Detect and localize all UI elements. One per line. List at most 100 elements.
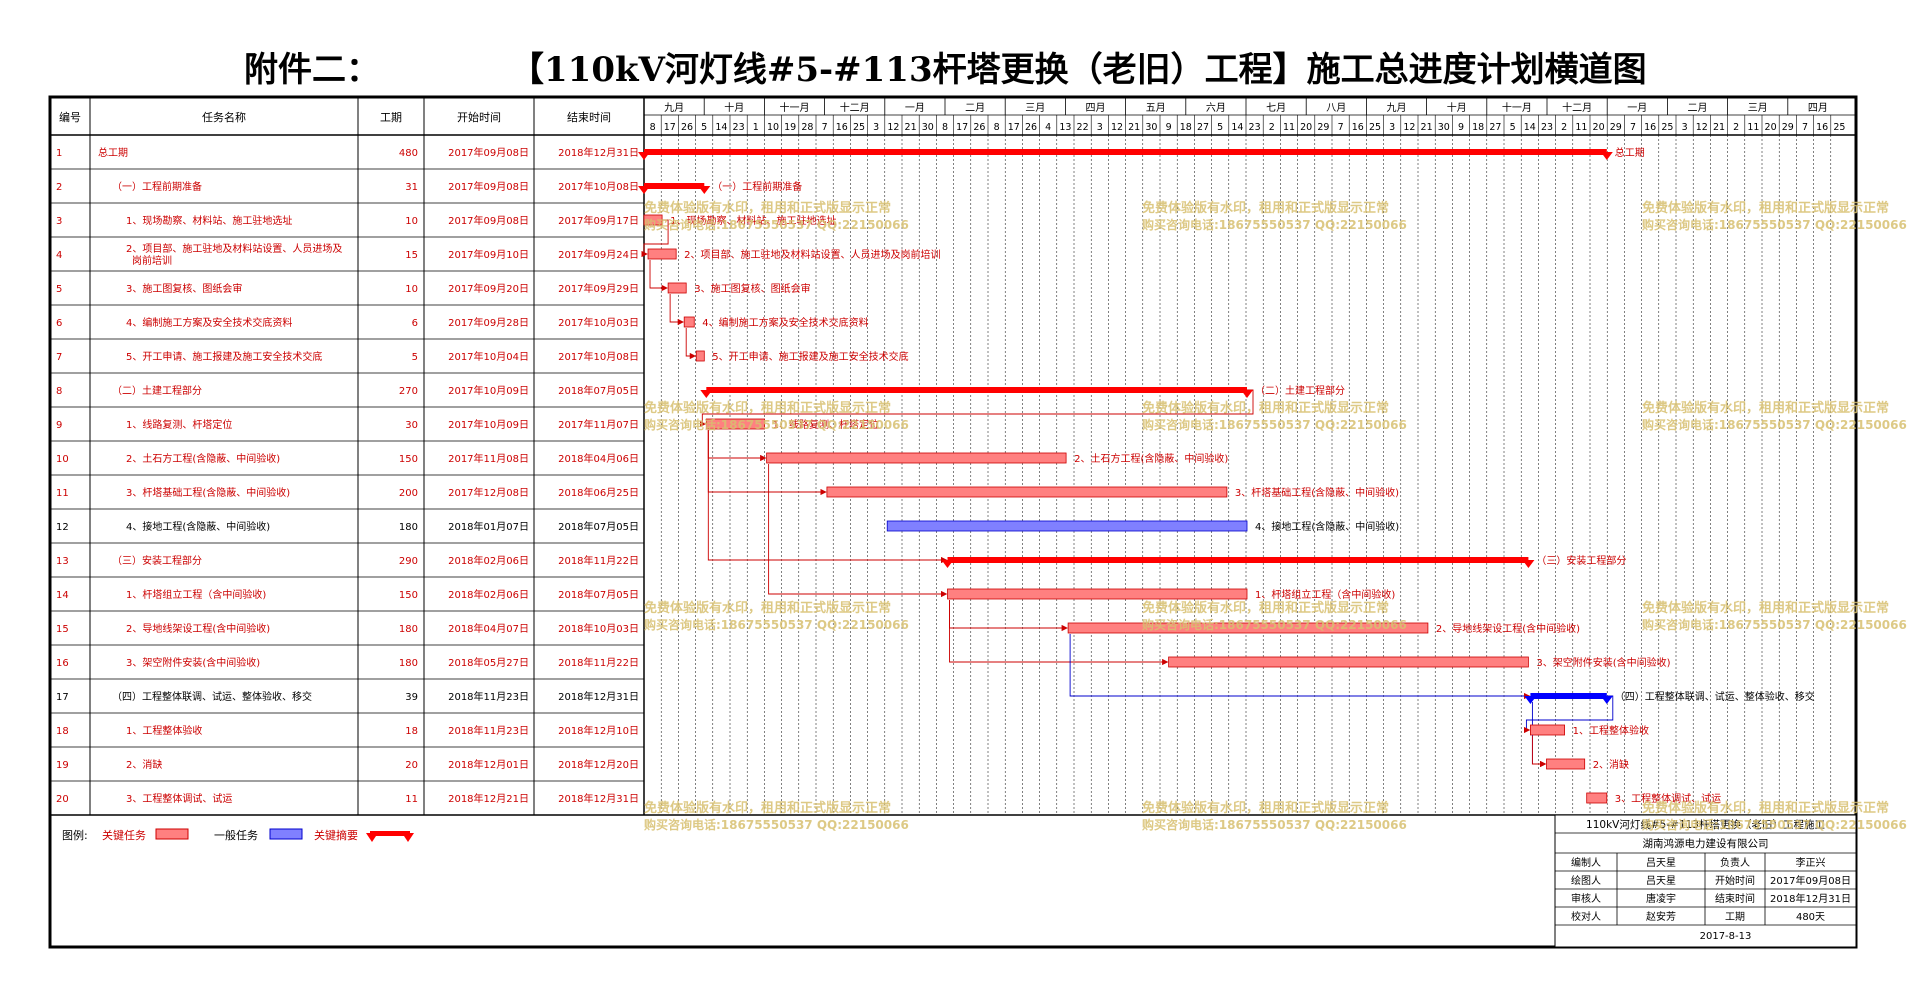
task-bar [766,452,1067,464]
task-end: 2017年09月17日 [558,214,639,227]
bar-label: 1、杆塔组立工程（含中间验收) [1255,588,1395,601]
summary-start-cap [1524,696,1537,704]
watermark-line2: 购买咨询电话:18675550537 QQ:22150066 [1642,217,1907,232]
month-label: 十二月 [1562,101,1592,114]
month-label: 五月 [1146,102,1166,114]
legend-title: 图例: [62,828,88,842]
watermark-line1: 免费体验版有水印，租用和正式版显示正常 [1142,200,1389,216]
task-duration: 39 [405,692,418,703]
row-id: 5 [56,284,62,295]
month-label: 一月 [905,102,925,114]
watermark-line1: 免费体验版有水印，租用和正式版显示正常 [1642,800,1889,816]
month-label: 一月 [1627,102,1647,114]
day-label: 29 [1782,122,1794,133]
watermark-line2: 购买咨询电话:18675550537 QQ:22150066 [1642,617,1907,632]
day-label: 2 [1561,122,1567,133]
bar-labels: 总工期（一）工程前期准备1、现场勘察、材料站、施工驻地选址2、项目部、施工驻地及… [670,146,1815,805]
month-label: 十一月 [780,101,810,114]
day-label: 17 [664,122,676,133]
task-end: 2018年04月06日 [558,452,639,465]
task-duration: 6 [412,318,418,329]
month-label: 八月 [1326,102,1346,114]
day-label: 20 [1765,122,1777,133]
task-bar [643,214,663,226]
bar-label: （四）工程整体联调、试运、整体验收、移交 [1615,690,1815,703]
day-label: 23 [1249,122,1261,133]
day-label: 7 [1802,122,1808,133]
task-name: 总工期 [98,146,128,159]
day-label: 12 [1403,122,1415,133]
month-label: 二月 [1688,102,1708,114]
month-label: 十月 [1447,101,1467,114]
day-label: 19 [784,122,796,133]
day-label: 11 [1575,122,1587,133]
legend: 图例:关键任务一般任务关键摘要 [62,828,414,842]
month-label: 四月 [1808,102,1828,114]
task-name: 1、杆塔组立工程（含中间验收) [126,588,266,601]
month-label: 九月 [1387,102,1407,114]
day-label: 29 [1317,122,1329,133]
row-id: 18 [56,726,69,737]
chart-title: 【110kV河灯线#5-#113杆塔更换（老旧）工程】施工总进度计划横道图 [510,50,1647,90]
task-start: 2017年12月08日 [448,486,529,499]
day-label: 14 [1231,122,1243,133]
task-bar [695,350,705,362]
watermark-line1: 免费体验版有水印，租用和正式版显示正常 [1142,600,1389,616]
bar-label: 2、导地线架设工程(含中间验收) [1436,622,1580,635]
watermark-line1: 免费体验版有水印，租用和正式版显示正常 [644,400,891,416]
task-bar [1546,758,1586,770]
task-bar [1168,656,1529,668]
bar-label: 1、现场勘察、材料站、施工驻地选址 [670,214,836,227]
info-cell: 吕天星 [1646,875,1676,887]
bar-label: 3、架空附件安装(含中间验收) [1536,656,1670,669]
task-duration: 20 [405,760,418,771]
task-duration: 180 [399,522,418,533]
day-label: 20 [1593,122,1605,133]
row-id: 3 [56,216,62,227]
day-label: 17 [956,122,968,133]
watermark-line2: 购买咨询电话:18675550537 QQ:22150066 [644,417,909,432]
task-start: 2017年09月28日 [448,316,529,329]
watermark-line1: 免费体验版有水印，租用和正式版显示正常 [644,600,891,616]
task-start: 2017年10月09日 [448,384,529,397]
summary-bar [947,557,1529,563]
task-name: （三）安装工程部分 [112,554,202,567]
day-label: 29 [1610,122,1622,133]
dependency-link [641,219,669,258]
task-duration: 180 [399,658,418,669]
month-label: 十二月 [840,101,870,114]
summary-start-cap [700,390,713,398]
task-name: 4、接地工程(含隐蔽、中间验收) [126,520,270,533]
task-end: 2017年11月07日 [558,418,639,431]
task-start: 2018年11月23日 [448,690,529,703]
task-start: 2017年11月08日 [448,452,529,465]
task-bar [647,248,677,260]
info-company: 湖南鸿源电力建设有限公司 [1643,837,1769,850]
task-start: 2017年09月08日 [448,214,529,227]
day-label: 13 [1059,122,1071,133]
task-end: 2018年07月05日 [558,384,639,397]
task-end: 2018年12月31日 [558,792,639,805]
legend-label: 一般任务 [214,829,258,842]
bar-label: 2、土石方工程(含隐蔽、中间验收) [1074,452,1228,465]
info-cell: 结束时间 [1715,892,1755,905]
day-label: 10 [767,122,779,133]
task-duration: 30 [405,420,418,431]
row-id: 9 [56,420,62,431]
day-label: 3 [1389,122,1395,133]
task-bars [638,149,1613,804]
row-id: 4 [56,250,62,261]
bar-label: 4、接地工程(含隐蔽、中间验收) [1255,520,1399,533]
bar-label: 3、杆塔基础工程(含隐蔽、中间验收) [1235,486,1399,499]
day-label: 3 [1097,122,1103,133]
row-id: 13 [56,556,69,567]
dependency-link [1069,634,1531,700]
dependency-link [685,328,697,360]
info-cell: 唐凌宇 [1646,892,1676,905]
task-bar [1586,792,1608,804]
task-bar [1067,622,1429,634]
day-label: 27 [1197,122,1209,133]
bar-label: （二）土建工程部分 [1255,384,1345,397]
task-duration: 150 [399,590,418,601]
watermark-line1: 免费体验版有水印，租用和正式版显示正常 [644,200,891,216]
